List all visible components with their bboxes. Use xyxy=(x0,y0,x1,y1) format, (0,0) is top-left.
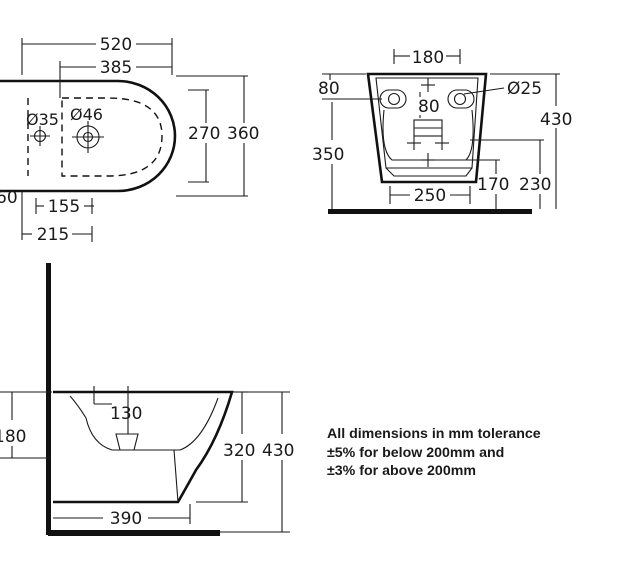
rear-view-base xyxy=(328,209,532,214)
tolerance-line-3: ±3% for above 200mm xyxy=(327,463,476,479)
dim-overall-width: 360 xyxy=(227,124,259,144)
tolerance-line-2: ±5% for below 200mm and xyxy=(327,444,505,461)
dim-spacing-250: 250 xyxy=(414,186,446,206)
dim-tap-hole: Ø35 xyxy=(26,110,59,129)
dim-offset-155: 155 xyxy=(48,197,80,217)
top-view: 520 385 Ø35 Ø46 270 360 60 155 xyxy=(0,34,259,245)
rear-view: 180 80 80 Ø25 430 350 250 170 xyxy=(312,48,572,214)
dim-height-230: 230 xyxy=(519,175,551,195)
dim-fixing-spacing: 180 xyxy=(412,48,444,68)
dim-depth-390: 390 xyxy=(110,509,142,529)
fixing-hole-left xyxy=(379,89,407,109)
tap-hole-symbol xyxy=(30,126,50,146)
side-view-wall xyxy=(46,263,51,535)
dim-height-180: 180 xyxy=(0,427,26,447)
dim-left-80: 80 xyxy=(318,79,340,99)
dim-height-320: 320 xyxy=(223,441,255,461)
dim-inner-width: 270 xyxy=(188,124,220,144)
tolerance-note: All dimensions in mm tolerance ±5% for b… xyxy=(327,425,617,481)
dim-center-80: 80 xyxy=(418,97,440,117)
dim-overall-length: 520 xyxy=(100,35,132,55)
outlet-symbol xyxy=(72,121,104,153)
dim-height-170: 170 xyxy=(477,175,509,195)
dim-height-430-side: 430 xyxy=(262,441,294,461)
fixing-hole-right xyxy=(447,89,475,109)
dim-height-350: 350 xyxy=(312,145,344,165)
dim-offset-215: 215 xyxy=(37,225,69,245)
dim-fixing-hole: Ø25 xyxy=(507,79,542,99)
side-view: 180 130 320 430 390 xyxy=(0,263,294,536)
dim-inner-length: 385 xyxy=(100,58,132,78)
side-view-floor xyxy=(48,530,220,536)
top-view-basin-dashed xyxy=(61,97,163,177)
rear-view-outline xyxy=(366,72,488,184)
dim-edge-offset: 60 xyxy=(0,188,18,208)
side-view-outline xyxy=(53,390,234,504)
dim-outlet-130: 130 xyxy=(110,404,142,424)
tolerance-line-1: All dimensions in mm tolerance xyxy=(327,426,541,442)
top-view-outline xyxy=(0,79,177,193)
dim-height-430: 430 xyxy=(540,110,572,130)
dim-outlet: Ø46 xyxy=(70,105,103,124)
